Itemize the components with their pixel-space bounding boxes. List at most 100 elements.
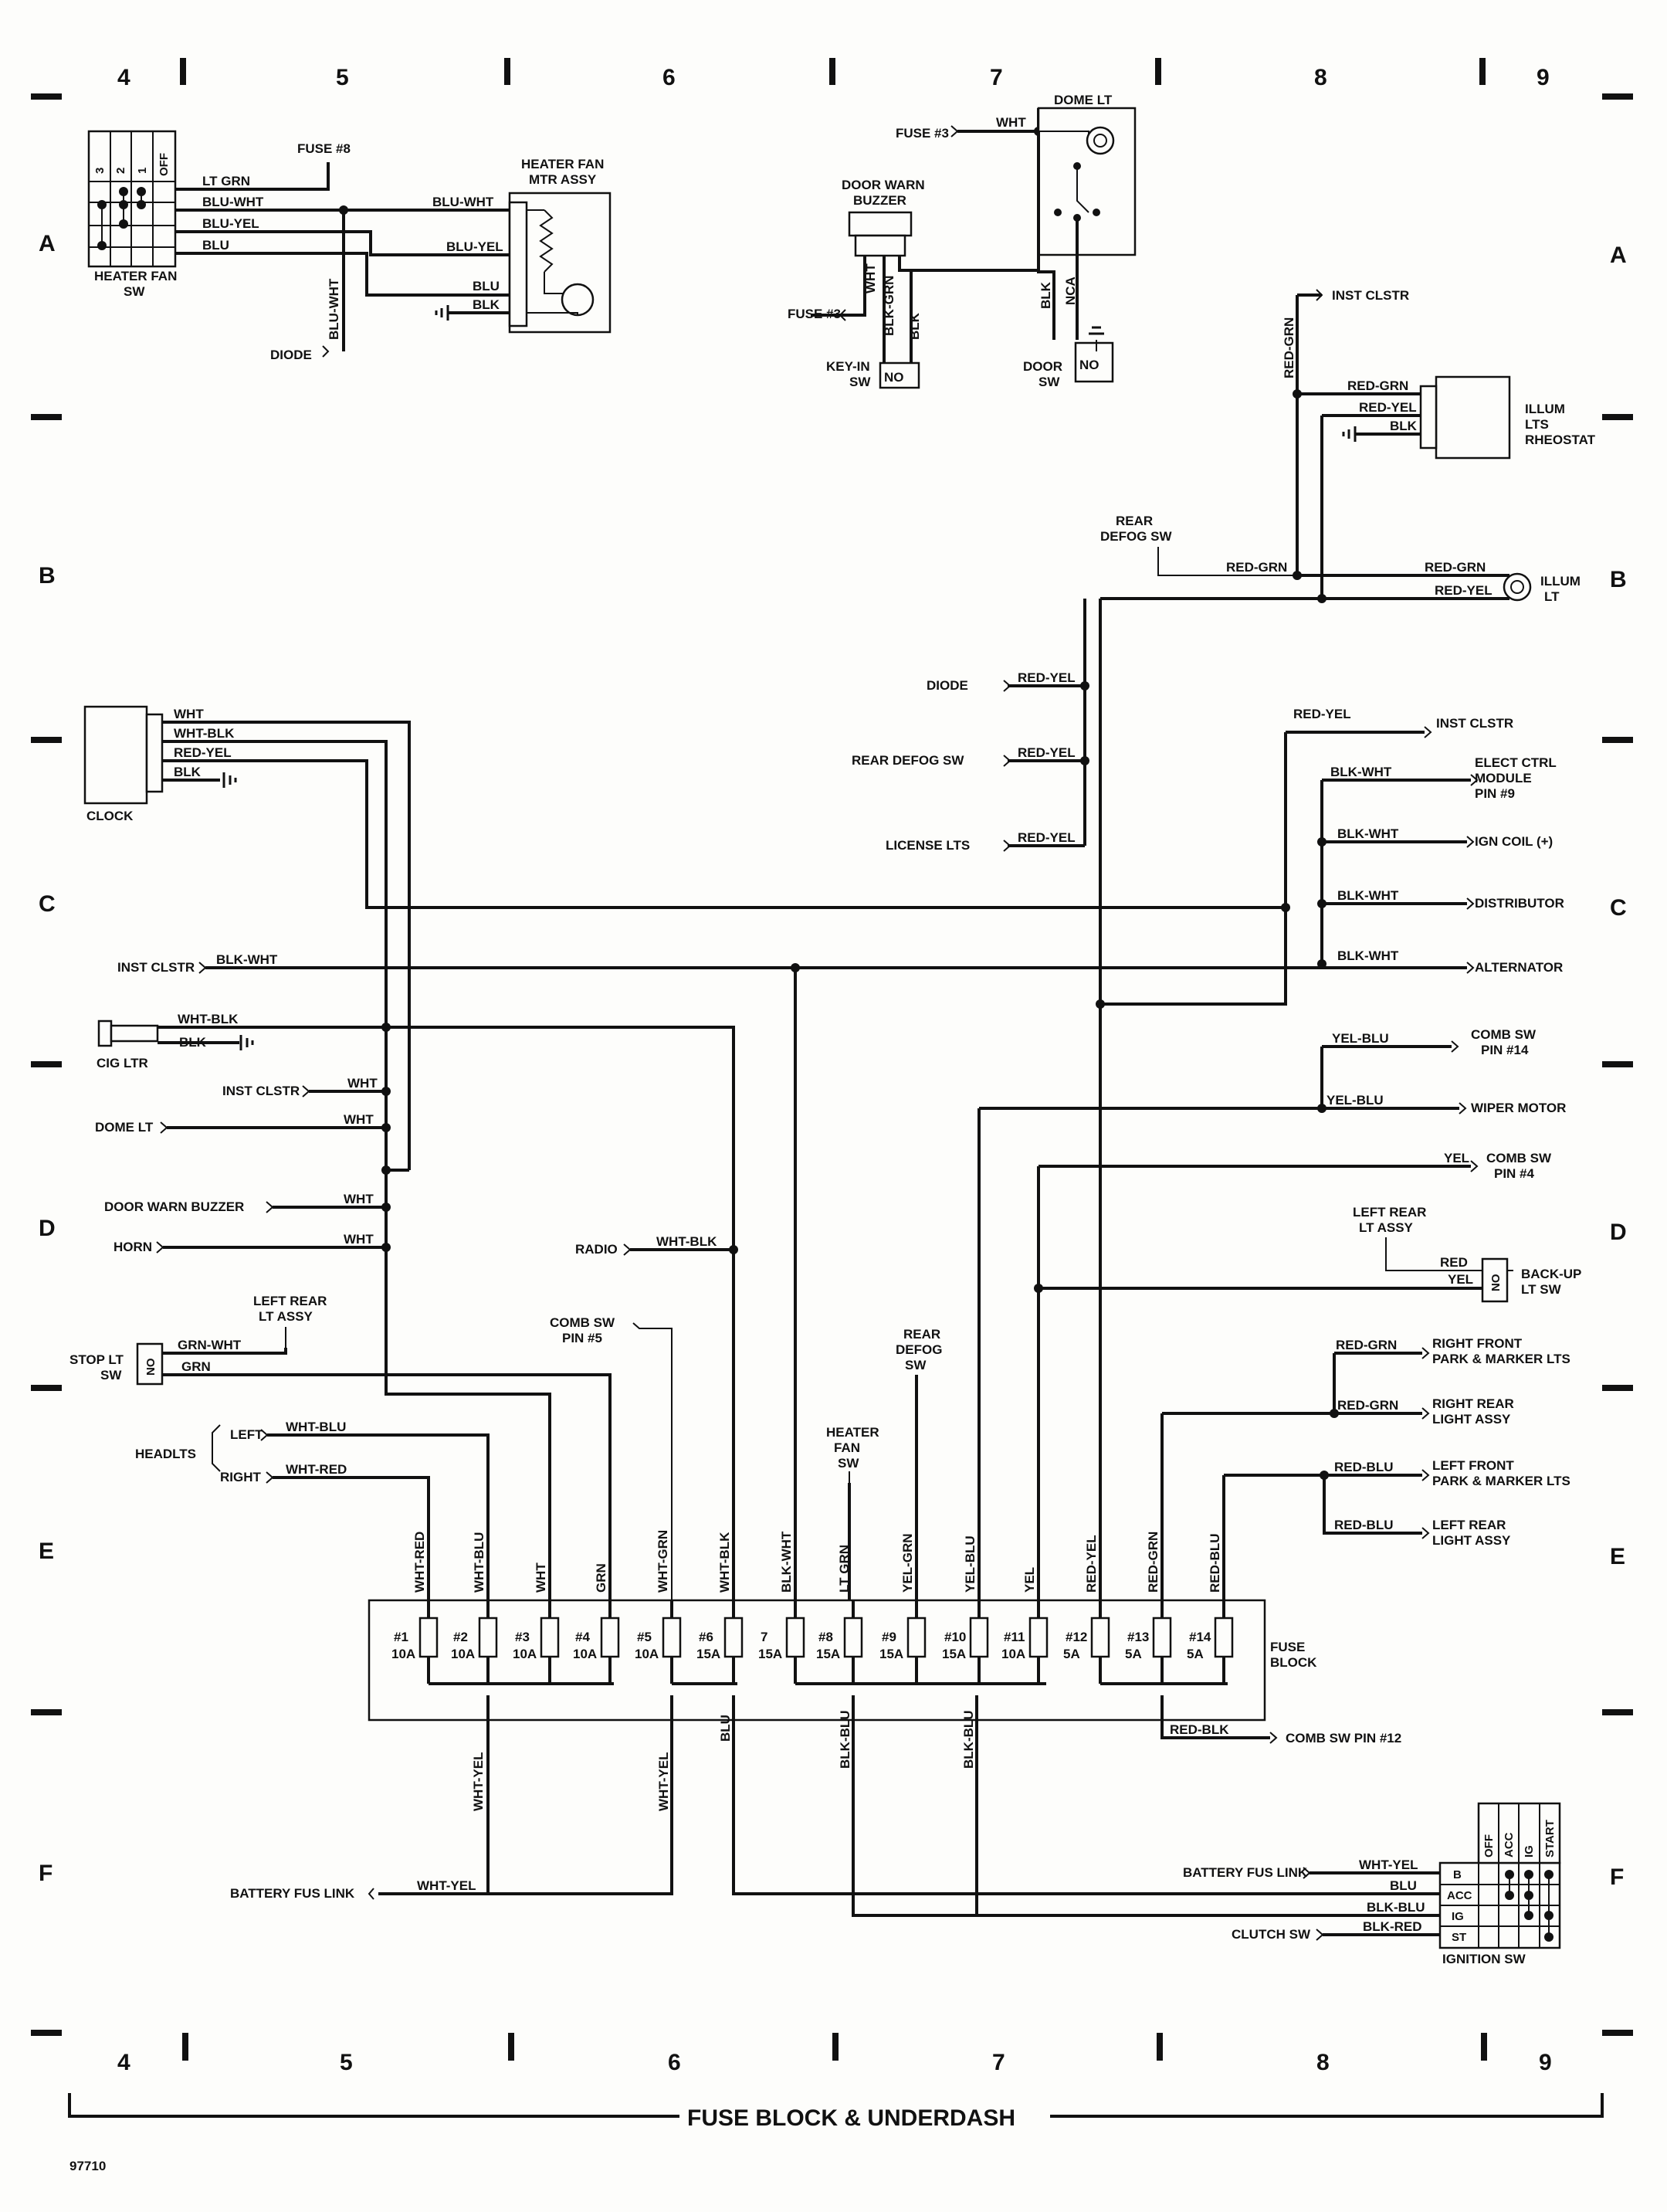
right-side-wiring: YEL-BLU COMB SW PIN #14 YEL-BLU WIPER MO… xyxy=(977,1027,1581,1606)
fuse-wire-color: LT GRN xyxy=(837,1545,852,1593)
grid-number: 9 xyxy=(1537,65,1550,90)
svg-text:NO: NO xyxy=(144,1358,158,1376)
svg-text:ST: ST xyxy=(1452,1931,1466,1944)
svg-text:LT GRN: LT GRN xyxy=(202,174,250,188)
grid-letter: A xyxy=(39,231,56,256)
svg-text:BLK-BLU: BLK-BLU xyxy=(1367,1900,1425,1915)
svg-text:GRN: GRN xyxy=(181,1359,211,1374)
svg-text:BLU: BLU xyxy=(718,1715,733,1742)
svg-text:PIN #4: PIN #4 xyxy=(1494,1166,1535,1181)
comb-sw-pin12-label: COMB SW PIN #12 xyxy=(1286,1731,1401,1746)
heater-fan-sw-label: HEATER FAN xyxy=(94,269,177,283)
svg-text:ACC: ACC xyxy=(1447,1889,1472,1902)
fuse-wire-color: YEL-BLU xyxy=(963,1535,977,1593)
svg-text:BLU-YEL: BLU-YEL xyxy=(446,239,503,254)
left-rear-lt-assy-label: LEFT REAR xyxy=(253,1294,327,1308)
fuse-wire-color: WHT-BLK xyxy=(717,1532,732,1593)
right-rear-light-label: RIGHT REAR xyxy=(1432,1396,1514,1411)
svg-text:BLK-WHT: BLK-WHT xyxy=(1330,765,1392,779)
heater-fan-wiring: FUSE #8 LT GRN BLU-WHT BLU-WHT BLU-WHT D… xyxy=(175,141,510,362)
svg-text:RED-GRN: RED-GRN xyxy=(1282,317,1296,378)
fuse-number: #3 xyxy=(515,1630,530,1644)
comb-sw-pin5-label: COMB SW xyxy=(550,1315,615,1330)
left-rear-lt-assy-right-label: LEFT REAR xyxy=(1353,1205,1426,1220)
fuse-wire-color: GRN xyxy=(594,1563,608,1593)
fuse-wire-color: RED-GRN xyxy=(1146,1532,1160,1593)
svg-text:WHT-BLK: WHT-BLK xyxy=(178,1012,239,1026)
svg-text:WHT-YEL: WHT-YEL xyxy=(471,1752,486,1812)
fuse-wire-color: WHT-BLU xyxy=(472,1532,486,1593)
svg-text:SW: SW xyxy=(100,1368,122,1382)
svg-text:NO: NO xyxy=(1489,1274,1503,1291)
svg-text:RED-YEL: RED-YEL xyxy=(1018,670,1076,685)
fuse-wire-color: WHT-RED xyxy=(412,1532,427,1593)
grid-number: 9 xyxy=(1539,2050,1552,2075)
svg-text:BLK: BLK xyxy=(1038,281,1053,309)
clock-label: CLOCK xyxy=(86,809,134,823)
svg-text:DEFOG SW: DEFOG SW xyxy=(1100,529,1173,544)
fuse-wire-color: WHT-GRN xyxy=(656,1530,670,1593)
inst-clstr-right-label: INST CLSTR xyxy=(1436,716,1513,731)
grid-frame: 4 5 6 7 8 9 xyxy=(31,58,1633,2173)
svg-text:WHT-RED: WHT-RED xyxy=(286,1462,347,1477)
svg-text:BLK-WHT: BLK-WHT xyxy=(1337,888,1399,903)
svg-text:1: 1 xyxy=(136,168,149,174)
mid-column-wiring: HEATER FAN SW REAR DEFOG SW xyxy=(826,1327,942,1606)
svg-text:BLK-WHT: BLK-WHT xyxy=(1337,826,1399,841)
fuse-amperage: 10A xyxy=(451,1647,475,1661)
fuse-amperage: 5A xyxy=(1187,1647,1204,1661)
svg-text:RED-GRN: RED-GRN xyxy=(1347,378,1408,393)
dome-light-circuit: FUSE #3 WHT DOME LT BLK NCA NO DOOR SW xyxy=(896,93,1137,389)
ign-coil-label: IGN COIL (+) xyxy=(1475,834,1553,849)
svg-text:BLK-BLU: BLK-BLU xyxy=(961,1710,976,1769)
grid-letter: E xyxy=(39,1539,54,1564)
svg-text:RED-GRN: RED-GRN xyxy=(1226,560,1287,575)
door-warn-buzzer-label: DOOR WARN xyxy=(842,178,925,192)
svg-text:WHT: WHT xyxy=(344,1192,374,1206)
svg-text:PARK & MARKER LTS: PARK & MARKER LTS xyxy=(1432,1474,1570,1488)
svg-text:LT ASSY: LT ASSY xyxy=(1359,1220,1414,1235)
footer-code: 97710 xyxy=(69,2159,106,2173)
grid-number: 7 xyxy=(990,65,1003,90)
svg-text:BLU: BLU xyxy=(1390,1878,1417,1893)
svg-text:LIGHT ASSY: LIGHT ASSY xyxy=(1432,1412,1511,1427)
fuse-number: #13 xyxy=(1127,1630,1149,1644)
svg-text:BLK: BLK xyxy=(174,765,202,779)
svg-text:LEFT: LEFT xyxy=(230,1427,263,1442)
comb-sw-pin4-label: COMB SW xyxy=(1486,1151,1552,1165)
fuse-wire-color: RED-BLU xyxy=(1208,1534,1222,1593)
svg-text:RED-YEL: RED-YEL xyxy=(1435,583,1493,598)
key-in-sw-label: KEY-IN xyxy=(826,359,870,374)
battery-fus-link-right-label: BATTERY FUS LINK xyxy=(1183,1865,1308,1880)
svg-text:BLK: BLK xyxy=(1390,419,1418,433)
svg-text:WHT-YEL: WHT-YEL xyxy=(1359,1857,1418,1872)
fuse-number: #9 xyxy=(882,1630,896,1644)
svg-text:BLK-RED: BLK-RED xyxy=(1363,1919,1422,1934)
fuse-amperage: 15A xyxy=(942,1647,966,1661)
grid-number: 6 xyxy=(662,65,676,90)
svg-text:BLU: BLU xyxy=(202,238,229,253)
svg-text:BLOCK: BLOCK xyxy=(1270,1655,1317,1670)
svg-text:LT SW: LT SW xyxy=(1521,1282,1562,1297)
fuse-wire-color: WHT xyxy=(534,1562,548,1593)
dome-lt-left-label: DOME LT xyxy=(95,1120,154,1135)
svg-text:RED: RED xyxy=(1440,1255,1468,1270)
grid-number: 4 xyxy=(117,2050,130,2075)
svg-text:BLK: BLK xyxy=(907,312,922,340)
svg-text:BLK-WHT: BLK-WHT xyxy=(1337,948,1399,963)
svg-text:BLU-WHT: BLU-WHT xyxy=(432,195,494,209)
svg-text:IG: IG xyxy=(1523,1845,1536,1857)
svg-text:RED-GRN: RED-GRN xyxy=(1336,1338,1397,1352)
svg-text:SW: SW xyxy=(1038,375,1060,389)
svg-text:RHEOSTAT: RHEOSTAT xyxy=(1525,433,1596,447)
fuse-number: #1 xyxy=(394,1630,408,1644)
elect-ctrl-label: ELECT CTRL xyxy=(1475,755,1557,770)
grid-letter: E xyxy=(1610,1544,1625,1569)
radio-label: RADIO xyxy=(575,1242,618,1257)
back-up-lt-sw-label: BACK-UP xyxy=(1521,1267,1581,1281)
